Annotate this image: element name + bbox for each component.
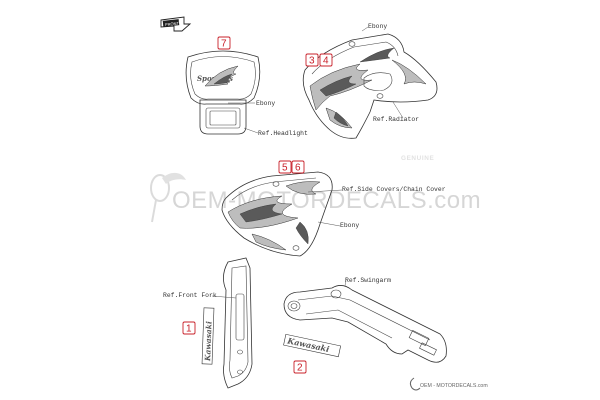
fork-decal: Kawasaki [201,307,215,365]
part-number-3[interactable]: 3 [305,53,319,67]
part-number-3-label: 3 [309,56,315,67]
part-number-7-label: 7 [221,39,227,50]
part-number-4-label: 4 [323,56,329,67]
radiator-shroud [302,26,438,139]
ref-headlight-label: Ref.Headlight [258,130,308,137]
ref-swingarm-label: Ref.Swingarm [345,277,391,284]
swingarm [283,277,447,363]
ebony-side-label: Ebony [340,222,359,229]
part-number-1-label: 1 [186,324,192,335]
watermark-text: OEM-MOTORDECALS.com [172,187,481,214]
toucan-logo-icon [150,172,186,223]
part-number-2[interactable]: 2 [293,360,307,374]
part-number-5[interactable]: 5 [278,160,292,174]
part-number-6-label: 6 [295,163,301,174]
ebony-radiator-label: Ebony [368,23,387,30]
genuine-watermark: GENUINE [401,155,434,162]
front-arrow-icon: FRONT [160,16,192,32]
swingarm-decal: Kawasaki [283,333,341,358]
part-number-7[interactable]: 7 [217,36,231,50]
svg-text:Kawasaki: Kawasaki [286,335,331,354]
headlight-plate: Sponsors [185,50,261,135]
watermark: OEM-MOTORDECALS.com GENUINE [150,155,481,223]
front-fork-guard [211,257,253,389]
svg-text:Kawasaki: Kawasaki [203,321,213,362]
part-number-5-label: 5 [282,163,288,174]
side-cover [221,171,343,257]
part-number-6[interactable]: 6 [291,160,305,174]
footer-watermark: OEM - MOTORDECALS.com [409,377,488,391]
svg-text:FRONT: FRONT [165,21,180,27]
ref-front-fork-label: Ref.Front Fork [163,292,217,299]
part-number-2-label: 2 [297,363,303,374]
ref-side-covers-label: Ref.Side Covers/Chain Cover [342,186,446,193]
footer-text: OEM - MOTORDECALS.com [420,383,488,389]
ref-radiator-label: Ref.Radiator [373,116,419,123]
part-number-1[interactable]: 1 [182,321,196,335]
ebony-headlight-label: Ebony [256,100,275,107]
part-number-4[interactable]: 4 [319,53,333,67]
